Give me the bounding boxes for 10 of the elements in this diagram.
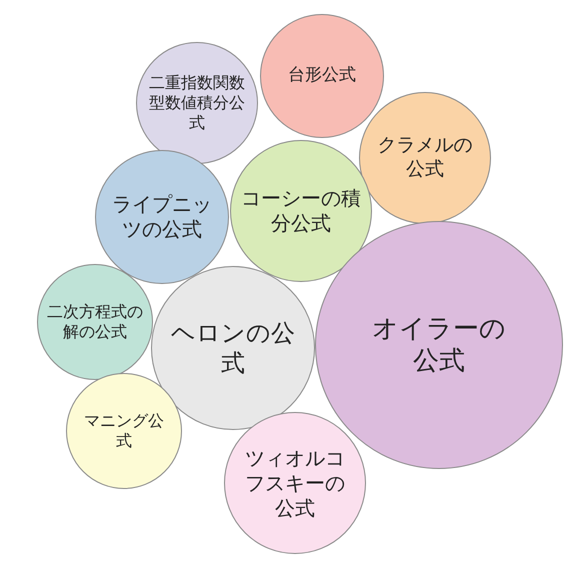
bubble-label: コーシーの積分公式 [241, 186, 361, 236]
bubble-label: オイラーの公式 [371, 312, 507, 378]
bubble-label: 二次方程式の解の公式 [46, 302, 144, 342]
bubble-label: ヘロンの公式 [170, 318, 296, 378]
bubble-label: マニング公式 [84, 411, 164, 451]
bubble-label: ライプニッツの公式 [111, 192, 213, 242]
bubble-label: 二重指数関数型数値積分公式 [149, 73, 245, 133]
bubble-label: クラメルの公式 [376, 134, 474, 182]
bubble-label: 台形公式 [288, 65, 356, 87]
bubble-label: ツィオルコフスキーの公式 [244, 446, 346, 520]
